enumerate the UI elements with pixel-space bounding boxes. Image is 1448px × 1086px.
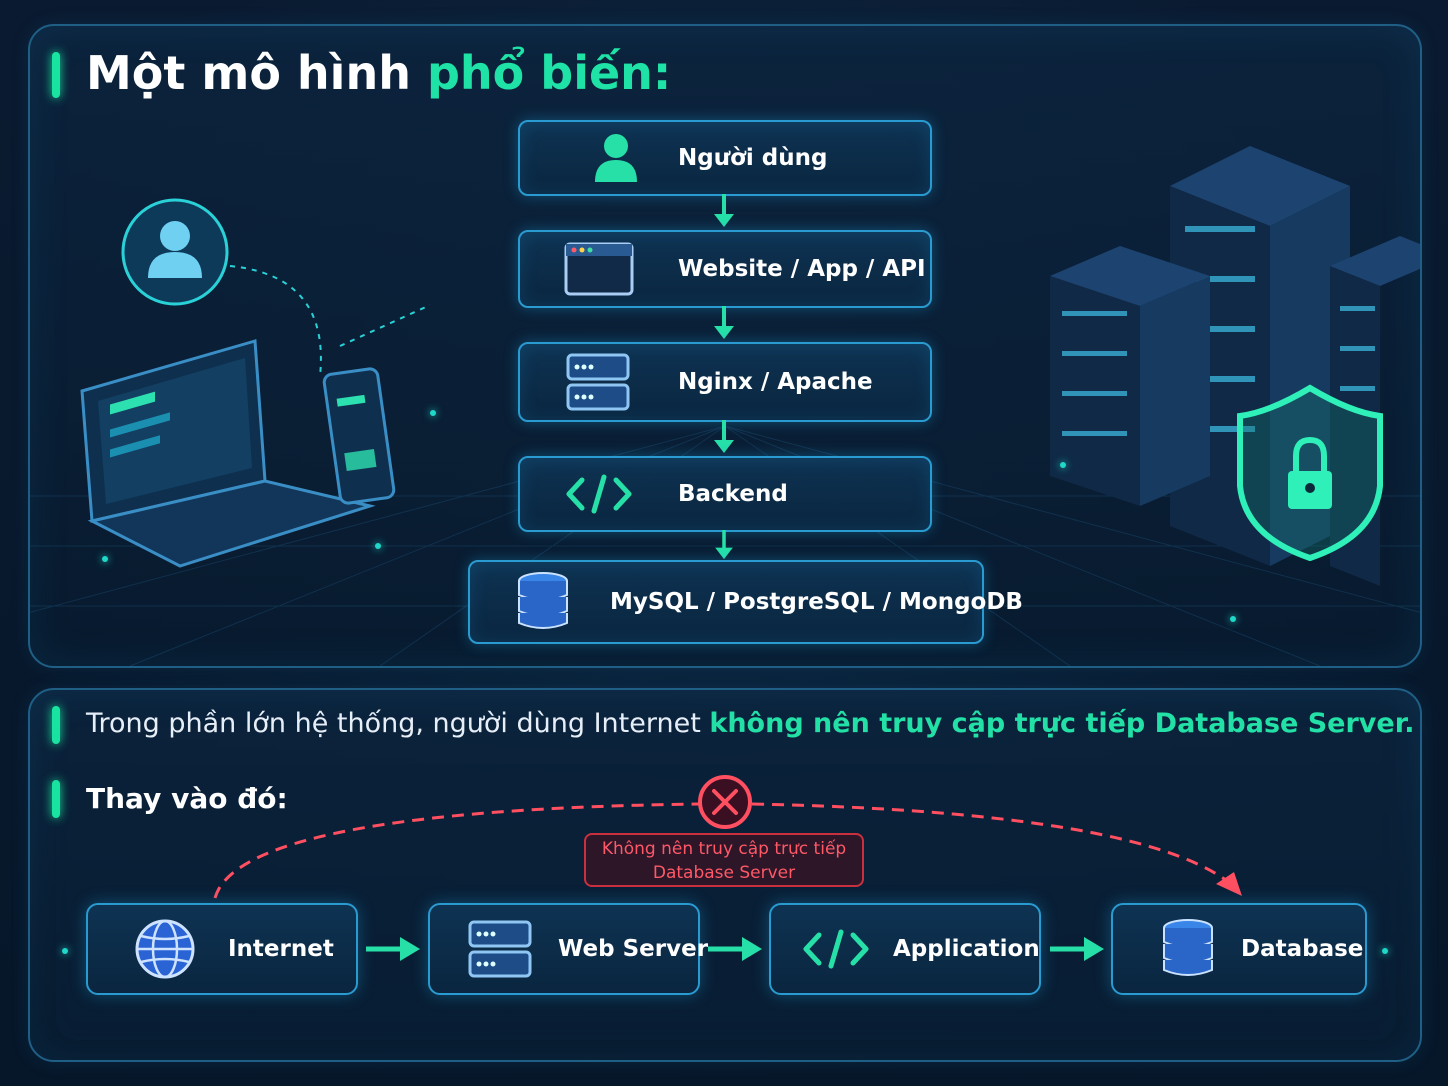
browser-window-icon (564, 242, 634, 296)
subtitle-accent-bar (52, 780, 60, 818)
flow-step-label: MySQL / PostgreSQL / MongoDB (610, 589, 1023, 615)
flow-step-user: Người dùng (518, 120, 932, 196)
arrow-down-icon (714, 194, 734, 227)
alternative-title: Thay vào đó: (86, 782, 288, 815)
chain-step-label: Database (1241, 936, 1364, 962)
arrow-right-icon (1050, 937, 1104, 961)
code-icon (803, 929, 869, 969)
flow-step-database: MySQL / PostgreSQL / MongoDB (468, 560, 1023, 644)
chain-step-label: Application (893, 936, 1040, 962)
flow-step-label: Website / App / API (678, 256, 926, 282)
devices-illustration (80, 198, 430, 568)
server-icon (468, 920, 532, 978)
arrow-right-icon (366, 937, 420, 961)
arrow-down-icon (714, 420, 734, 453)
note-accent-bar (52, 706, 60, 744)
chain-step-webserver: Web Server (428, 903, 708, 995)
chain-step-internet: Internet (86, 903, 358, 995)
database-icon (518, 572, 568, 629)
database-icon (1163, 919, 1213, 976)
arrow-down-icon (715, 530, 733, 560)
warning-line: Không nên truy cập trực tiếp (601, 839, 847, 859)
decor-dot (1230, 616, 1236, 622)
code-icon (566, 474, 632, 514)
decor-dot (430, 410, 436, 416)
decor-dot (1060, 462, 1066, 468)
flow-step-label: Người dùng (678, 145, 828, 171)
decor-dot (1382, 948, 1388, 954)
decor-dot (62, 948, 68, 954)
arrow-right-icon (708, 937, 762, 961)
shield-icon (1237, 384, 1383, 562)
page-title: Một mô hình phổ biến: (86, 46, 672, 100)
security-note: Trong phần lớn hệ thống, người dùng Inte… (86, 708, 1415, 739)
flow-step-label: Backend (678, 481, 788, 507)
servers-shield-illustration (1050, 146, 1420, 586)
flow-step-backend: Backend (518, 456, 932, 532)
warning-label: Không nên truy cập trực tiếp Database Se… (584, 833, 864, 887)
flow-step-webserver: Nginx / Apache (518, 342, 932, 422)
decor-dot (375, 543, 381, 549)
globe-icon (135, 919, 195, 979)
chain-step-database: Database (1111, 903, 1367, 995)
server-icon (566, 353, 630, 411)
decor-dot (102, 556, 108, 562)
flow-step-website: Website / App / API (518, 230, 932, 308)
warning-line: Database Server (652, 863, 796, 883)
user-icon (595, 134, 637, 182)
arrow-down-icon (714, 306, 734, 339)
chain-step-label: Web Server (558, 936, 709, 962)
chain-step-label: Internet (228, 936, 334, 962)
flow-step-label: Nginx / Apache (678, 369, 873, 395)
chain-step-application: Application (769, 903, 1041, 995)
title-accent-bar (52, 52, 60, 98)
